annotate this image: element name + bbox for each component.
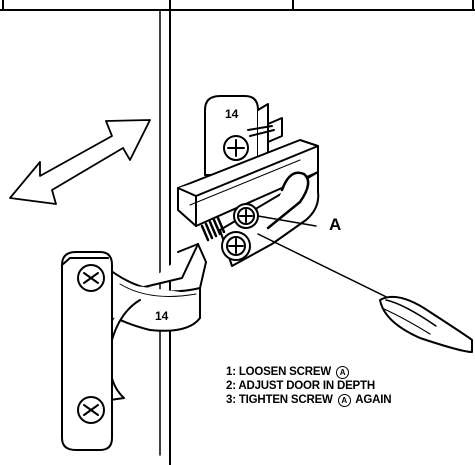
- step-2-text: 2: ADJUST DOOR IN DEPTH: [226, 380, 375, 392]
- step-3-suffix: AGAIN: [355, 394, 392, 406]
- table-border: [0, 0, 475, 11]
- double-headed-arrow-icon: [9, 119, 151, 205]
- instruction-step-2: 2: ADJUST DOOR IN DEPTH: [226, 379, 391, 393]
- instruction-step-1: 1: LOOSEN SCREW A: [226, 365, 391, 379]
- screwdriver-icon: [257, 233, 473, 353]
- screw-a-marker-icon: A: [337, 394, 351, 407]
- slide-rail: [247, 117, 283, 143]
- arm-part-number: 14: [155, 309, 169, 323]
- step-3-text: 3: TIGHTEN SCREW: [226, 394, 333, 406]
- instruction-list: 1: LOOSEN SCREW A 2: ADJUST DOOR IN DEPT…: [226, 365, 392, 407]
- adjust-screw-icon: [200, 216, 251, 261]
- plate-part-number: 14: [225, 107, 239, 121]
- screw-a-marker-icon: A: [335, 366, 349, 379]
- door-mounting-plate: [61, 251, 113, 451]
- instruction-step-3: 3: TIGHTEN SCREW A AGAIN: [226, 393, 392, 407]
- screw-a-icon: [233, 203, 259, 229]
- callout-label-a: A: [329, 215, 341, 234]
- callout-leader: [257, 215, 317, 227]
- step-1-text: 1: LOOSEN SCREW: [226, 366, 331, 378]
